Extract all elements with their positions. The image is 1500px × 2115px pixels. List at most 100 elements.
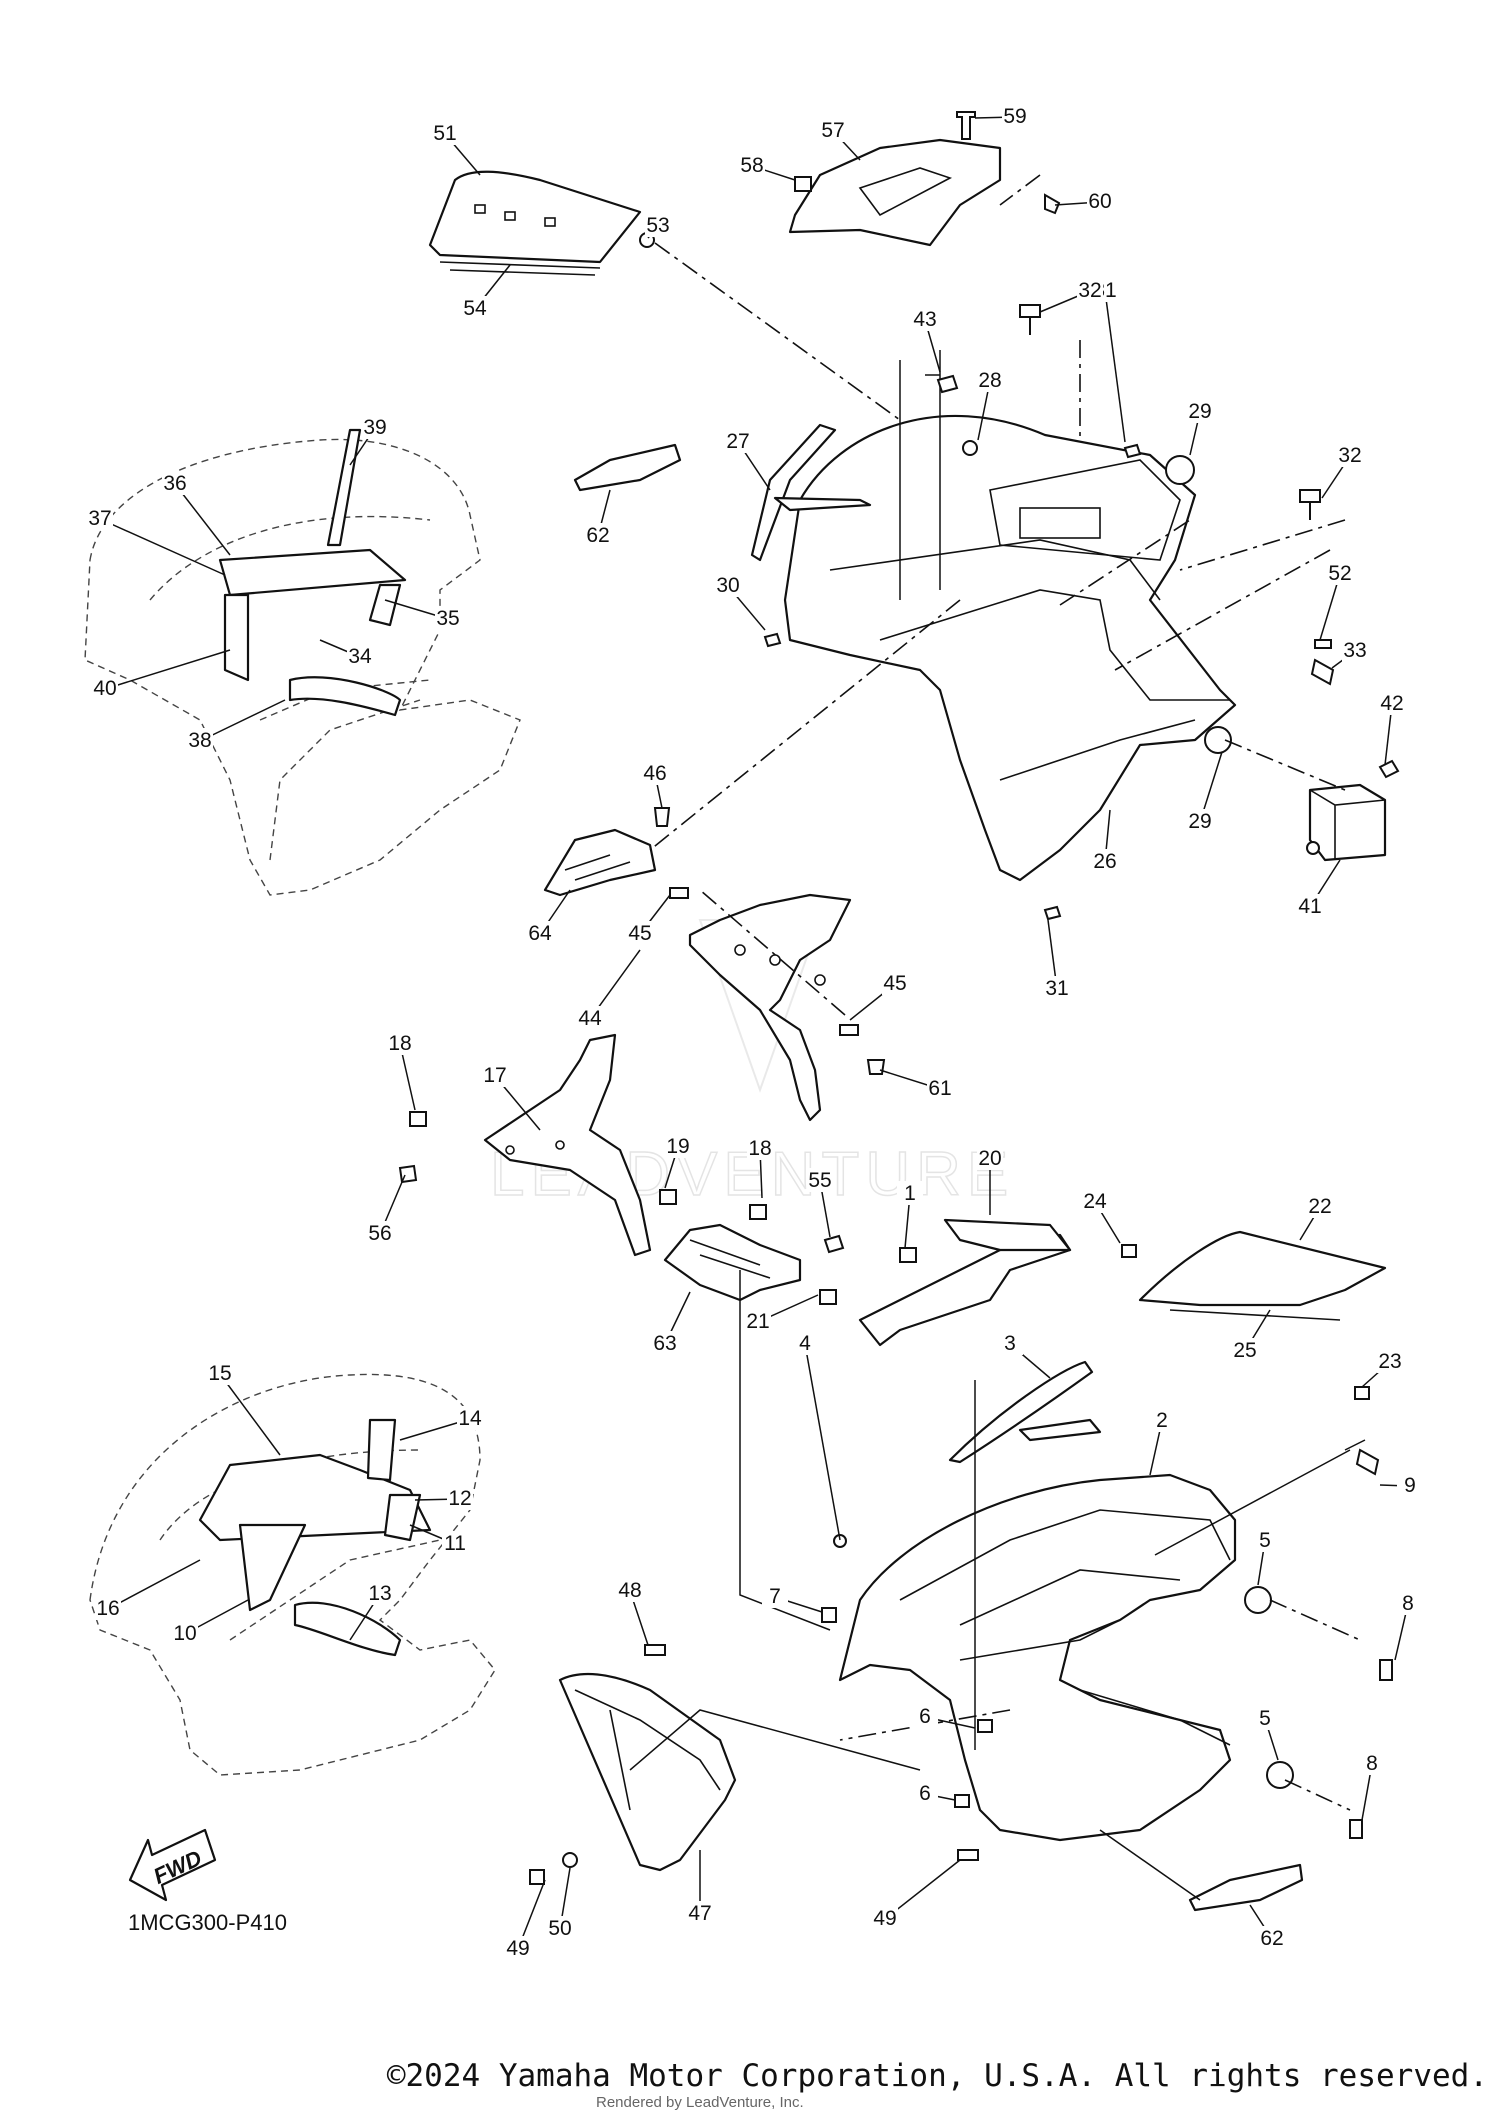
part-2-lower-cowling[interactable] — [838, 1473, 1294, 1842]
callout-62[interactable]: 62 — [586, 524, 609, 547]
callout-14[interactable]: 14 — [458, 1407, 482, 1430]
part-47-side-panel[interactable] — [558, 1672, 737, 1872]
part-51-inner-panel[interactable] — [428, 170, 655, 276]
callout-17[interactable]: 17 — [483, 1064, 506, 1087]
callout-54[interactable]: 54 — [463, 297, 487, 320]
callout-15[interactable]: 15 — [208, 1362, 231, 1385]
callout-30[interactable]: 30 — [716, 574, 739, 597]
part-20-bracket[interactable] — [858, 1218, 1072, 1347]
callout-bg-46 — [642, 761, 668, 785]
callout-18[interactable]: 18 — [388, 1032, 411, 1055]
callout-33[interactable]: 33 — [1343, 639, 1366, 662]
callout-61[interactable]: 61 — [928, 1077, 951, 1100]
callout-29[interactable]: 29 — [1188, 810, 1211, 833]
callout-64[interactable]: 64 — [528, 922, 552, 945]
callout-8[interactable]: 8 — [1366, 1752, 1378, 1775]
callout-bg-50 — [547, 1916, 573, 1940]
part-3-strip[interactable] — [948, 1360, 1102, 1464]
callout-1[interactable]: 1 — [904, 1182, 916, 1205]
callout-27[interactable]: 27 — [726, 430, 749, 453]
callout-6[interactable]: 6 — [919, 1782, 931, 1805]
callout-26[interactable]: 26 — [1093, 850, 1116, 873]
callout-36[interactable]: 36 — [163, 472, 186, 495]
callout-41[interactable]: 41 — [1298, 895, 1321, 918]
callout-55[interactable]: 55 — [808, 1169, 831, 1192]
callout-37[interactable]: 37 — [88, 507, 111, 530]
part-44-inner-cover[interactable] — [688, 893, 852, 1122]
callout-45[interactable]: 45 — [883, 972, 906, 995]
callout-23[interactable]: 23 — [1378, 1350, 1401, 1373]
callout-42[interactable]: 42 — [1380, 692, 1403, 715]
callout-32[interactable]: 32 — [1338, 444, 1361, 467]
callout-10[interactable]: 10 — [173, 1622, 196, 1645]
callout-48[interactable]: 48 — [618, 1579, 641, 1602]
callout-3[interactable]: 3 — [1004, 1332, 1016, 1355]
callout-29[interactable]: 29 — [1188, 400, 1211, 423]
callout-bg-64 — [527, 921, 553, 945]
callout-2[interactable]: 2 — [1156, 1409, 1168, 1432]
callout-53[interactable]: 53 — [646, 214, 669, 237]
callout-22[interactable]: 22 — [1308, 1195, 1331, 1218]
callout-57[interactable]: 57 — [821, 119, 844, 142]
callout-51[interactable]: 51 — [433, 122, 456, 145]
callout-21[interactable]: 21 — [746, 1310, 769, 1333]
callout-49[interactable]: 49 — [873, 1907, 896, 1930]
part-17-bracket[interactable] — [483, 1033, 652, 1257]
part-63-bracket[interactable] — [663, 1223, 802, 1302]
part-26-upper-cowling[interactable] — [783, 414, 1237, 882]
callout-28[interactable]: 28 — [978, 369, 1001, 392]
callout-11[interactable]: 11 — [444, 1532, 466, 1555]
callout-5[interactable]: 5 — [1259, 1529, 1271, 1552]
callout-bg-63 — [652, 1331, 678, 1355]
callout-bg-39 — [362, 415, 388, 439]
callout-8[interactable]: 8 — [1402, 1592, 1414, 1615]
callout-20[interactable]: 20 — [978, 1147, 1001, 1170]
callout-7[interactable]: 7 — [769, 1585, 781, 1608]
callout-bg-14 — [457, 1406, 483, 1430]
callout-9[interactable]: 9 — [1404, 1474, 1416, 1497]
callout-12[interactable]: 12 — [448, 1487, 471, 1510]
callout-5[interactable]: 5 — [1259, 1707, 1271, 1730]
callout-34[interactable]: 34 — [348, 645, 372, 668]
callout-4[interactable]: 4 — [799, 1332, 811, 1355]
callout-32[interactable]: 32 — [1078, 279, 1101, 302]
callout-50[interactable]: 50 — [548, 1917, 571, 1940]
callout-bg-13 — [367, 1581, 393, 1605]
callout-19[interactable]: 19 — [666, 1135, 689, 1158]
part-41-bracket[interactable] — [1306, 759, 1400, 862]
callout-60[interactable]: 60 — [1088, 190, 1111, 213]
callout-38[interactable]: 38 — [188, 729, 211, 752]
callout-56[interactable]: 56 — [368, 1222, 391, 1245]
callout-52[interactable]: 52 — [1328, 562, 1351, 585]
callout-47[interactable]: 47 — [688, 1902, 711, 1925]
part-57-bracket[interactable] — [788, 111, 1061, 247]
callout-13[interactable]: 13 — [368, 1582, 391, 1605]
callout-59[interactable]: 59 — [1003, 105, 1026, 128]
callout-62[interactable]: 62 — [1260, 1927, 1283, 1950]
callout-44[interactable]: 44 — [578, 1007, 602, 1030]
callout-24[interactable]: 24 — [1083, 1190, 1107, 1213]
callout-35[interactable]: 35 — [436, 607, 459, 630]
callout-49[interactable]: 49 — [506, 1937, 529, 1960]
callout-43[interactable]: 43 — [913, 308, 936, 331]
callout-6[interactable]: 6 — [919, 1705, 931, 1728]
part-27-trim[interactable] — [750, 423, 872, 562]
part-62-decal-b[interactable] — [1188, 1863, 1304, 1912]
callout-46[interactable]: 46 — [643, 762, 666, 785]
callout-31[interactable]: 31 — [1045, 977, 1068, 1000]
callout-16[interactable]: 16 — [96, 1597, 119, 1620]
part-62-decal-a[interactable] — [573, 443, 682, 492]
part-22-duct[interactable] — [1138, 1230, 1387, 1321]
callout-45[interactable]: 45 — [628, 922, 651, 945]
callout-leaders — [99, 116, 1411, 1950]
callout-bg-32 — [1337, 443, 1363, 467]
callout-40[interactable]: 40 — [93, 677, 116, 700]
part-64-bracket[interactable] — [543, 828, 657, 897]
callout-bg-15 — [207, 1361, 233, 1385]
callout-18[interactable]: 18 — [748, 1137, 771, 1160]
callout-58[interactable]: 58 — [740, 154, 763, 177]
callout-25[interactable]: 25 — [1233, 1339, 1256, 1362]
callout-63[interactable]: 63 — [653, 1332, 676, 1355]
callout-39[interactable]: 39 — [363, 416, 386, 439]
